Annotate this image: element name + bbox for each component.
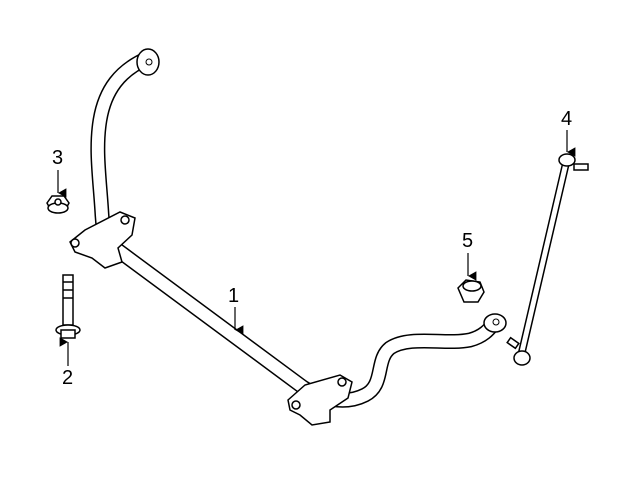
callout-4: 4 [561,108,573,130]
nut-5 [457,279,485,303]
callout-3: 3 [52,147,64,169]
callout-1: 1 [228,285,240,307]
stabilizer-bar [90,48,507,408]
stabilizer-link [506,153,589,366]
bolt [55,274,81,339]
nut-3 [46,195,70,214]
leader-arrows [57,130,576,366]
right-bushing-bracket [287,374,353,426]
callout-2: 2 [62,367,74,389]
left-bushing-bracket [69,211,136,269]
callout-5: 5 [462,230,474,252]
